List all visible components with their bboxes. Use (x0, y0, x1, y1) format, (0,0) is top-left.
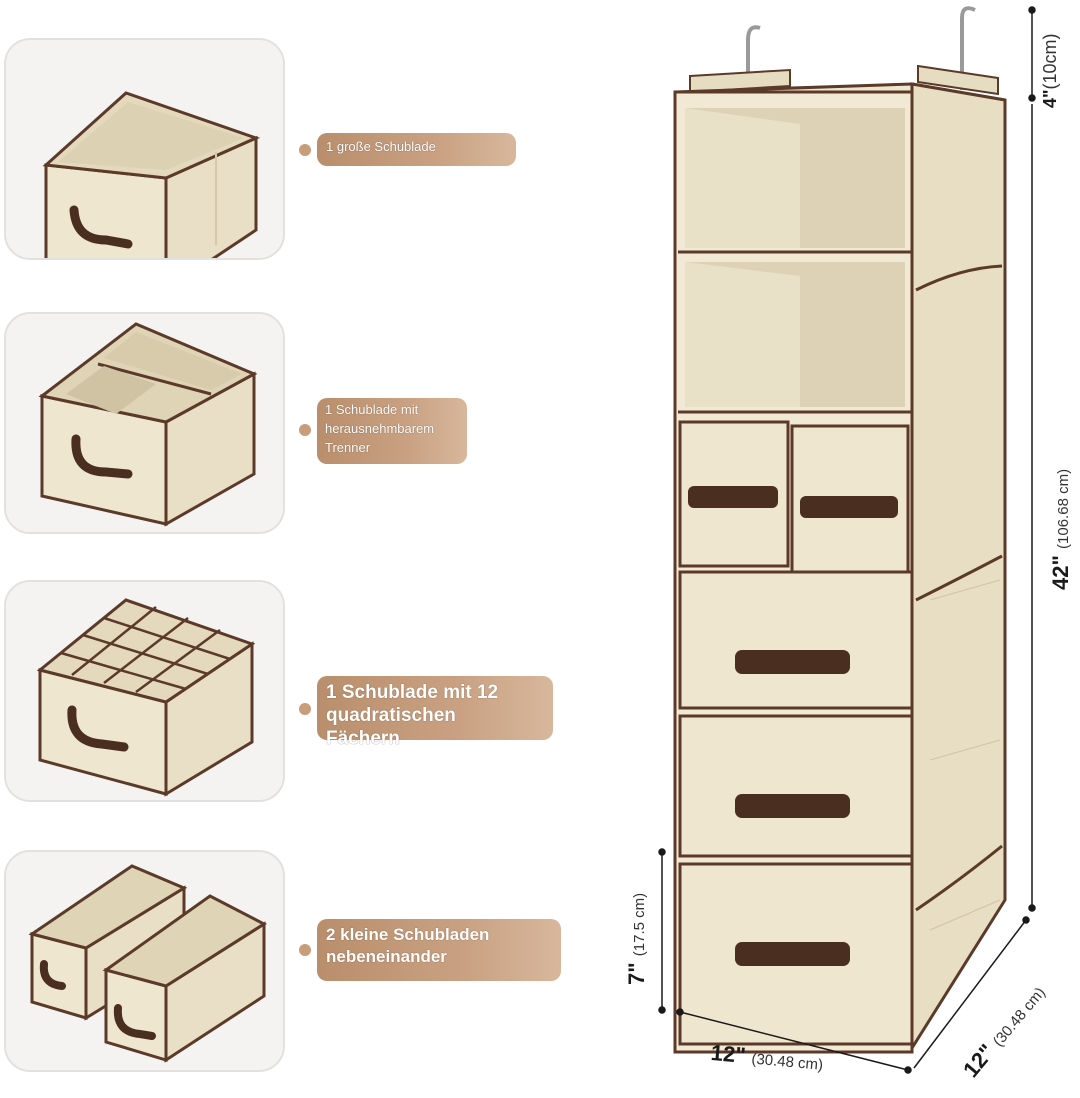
card-compartment-drawer (4, 580, 285, 802)
card-divider-drawer (4, 312, 285, 534)
small-drawers-image (28, 864, 268, 1063)
bullet-dot (299, 944, 311, 956)
large-drawer-image (42, 91, 261, 258)
dimension-top-gap: 4"(10cm) (1040, 33, 1060, 108)
bullet-dot (299, 703, 311, 715)
divider-drawer-image (38, 322, 258, 527)
card-large-drawer (4, 38, 285, 260)
bullet-dot (299, 424, 311, 436)
feature-label-large-drawer: 1 große Schublade (317, 133, 516, 166)
feature-label-compartment-drawer: 1 Schublade mit 12 quadratischen Fächern (317, 676, 553, 749)
card-small-drawers (4, 850, 285, 1072)
dimension-drawer-height: 7" (17.5 cm) (624, 892, 649, 985)
bullet-dot (299, 144, 311, 156)
feature-label-divider-drawer: 1 Schublade mit herausnehmbarem Trenner (317, 398, 467, 464)
dimension-height: 42" (106.68 cm) (1048, 468, 1073, 590)
feature-label-small-drawers: 2 kleine Schubladen nebeneinander (317, 919, 561, 981)
compartment-drawer-image (36, 598, 256, 797)
